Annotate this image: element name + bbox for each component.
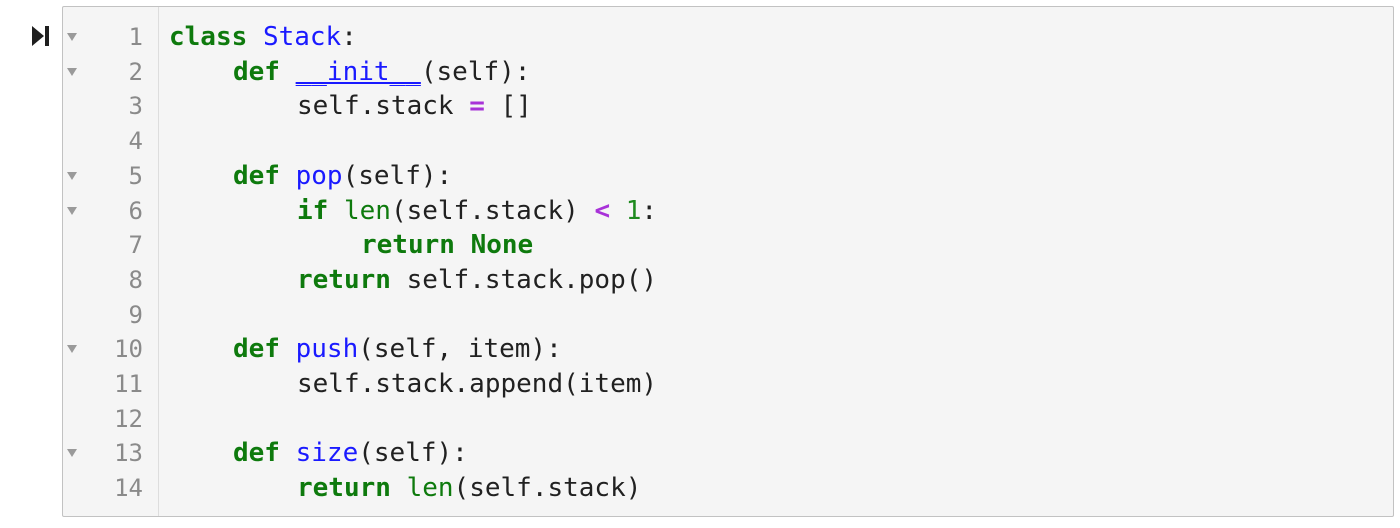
- line-number: 7: [128, 231, 143, 260]
- code-token: 1: [625, 195, 642, 226]
- code-token: size: [295, 438, 359, 469]
- gutter-row: 10: [63, 332, 159, 367]
- gutter-row: 14: [63, 471, 159, 506]
- gutter-row: 11: [63, 367, 159, 402]
- fold-arrow-icon[interactable]: [65, 159, 79, 194]
- line-number: 3: [128, 92, 143, 121]
- code-line[interactable]: return len(self.stack): [297, 471, 641, 506]
- code-token: [280, 57, 296, 87]
- code-token: Stack: [262, 22, 342, 52]
- code-line[interactable]: return None: [361, 228, 533, 263]
- code-token: (self):: [342, 160, 453, 191]
- line-number: 2: [128, 57, 143, 86]
- gutter-row: 6: [63, 194, 159, 229]
- code-token: self.stack.pop(): [390, 264, 658, 295]
- code-token: def: [233, 334, 280, 365]
- line-number: 4: [128, 127, 143, 156]
- code-token: :: [341, 22, 357, 52]
- code-token: self.stack: [297, 91, 470, 122]
- code-token: len: [406, 473, 454, 504]
- code-token: (self, item):: [358, 334, 562, 365]
- code-line[interactable]: self.stack.append(item): [297, 367, 657, 402]
- fold-arrow-icon[interactable]: [65, 194, 79, 229]
- code-line[interactable]: return self.stack.pop(): [297, 263, 657, 298]
- code-token: if: [297, 195, 329, 226]
- fold-arrow-icon[interactable]: [65, 332, 79, 367]
- line-number: 8: [128, 265, 143, 294]
- gutter-row: 9: [63, 298, 159, 333]
- code-token: <: [594, 195, 611, 226]
- code-token: push: [295, 334, 359, 365]
- gutter-row: 5: [63, 159, 159, 194]
- code-token: def: [233, 56, 280, 87]
- code-token: def: [233, 160, 280, 191]
- code-token: return: [361, 230, 455, 261]
- gutter-row: 13: [63, 436, 159, 471]
- code-token: None: [470, 230, 534, 261]
- code-line[interactable]: def __init__(self):: [233, 55, 530, 90]
- code-line[interactable]: def size(self):: [233, 436, 468, 471]
- code-token: (self):: [358, 438, 468, 469]
- code-token: class: [169, 22, 248, 52]
- line-number: 14: [114, 474, 143, 503]
- code-line[interactable]: def pop(self):: [233, 159, 452, 194]
- line-number: 5: [128, 161, 143, 190]
- line-number: 13: [114, 439, 143, 468]
- code-token: (self.stack): [453, 473, 642, 504]
- code-token: =: [469, 91, 485, 122]
- code-token: __init__: [295, 56, 421, 87]
- code-line[interactable]: self.stack = []: [297, 89, 532, 124]
- line-number: 9: [128, 300, 143, 329]
- code-token: pop: [295, 160, 343, 191]
- code-line[interactable]: class Stack:: [169, 20, 357, 55]
- gutter-row: 4: [63, 124, 159, 159]
- code-line[interactable]: def push(self, item):: [233, 332, 562, 367]
- code-token: (self):: [420, 56, 531, 87]
- line-number: 6: [128, 196, 143, 225]
- code-token: return: [297, 264, 391, 295]
- gutter-row: 1: [63, 20, 159, 55]
- fold-arrow-icon[interactable]: [65, 55, 79, 90]
- run-cell-icon: [32, 26, 49, 46]
- line-number: 10: [114, 335, 143, 364]
- code-line[interactable]: if len(self.stack) < 1:: [297, 194, 657, 229]
- code-token: [328, 196, 344, 226]
- line-number: 11: [114, 370, 143, 398]
- run-cell-button[interactable]: [30, 24, 52, 48]
- line-number: 12: [114, 404, 143, 433]
- line-number: 1: [128, 23, 143, 51]
- code-token: len: [343, 195, 391, 226]
- gutter-row: 8: [63, 263, 159, 298]
- gutter-row: 2: [63, 55, 159, 90]
- fold-arrow-icon[interactable]: [65, 436, 79, 471]
- fold-arrow-icon[interactable]: [65, 20, 79, 55]
- code-token: (self.stack): [390, 195, 595, 226]
- code-token: self.stack.append(item): [297, 369, 658, 399]
- code-token: return: [297, 473, 391, 504]
- code-token: [280, 334, 296, 364]
- gutter-row: 3: [63, 89, 159, 124]
- gutter-row: 12: [63, 402, 159, 437]
- code-token: [391, 473, 407, 503]
- code-area[interactable]: class Stack:def __init__(self):self.stac…: [169, 7, 1393, 516]
- code-token: []: [484, 91, 532, 122]
- code-token: [455, 230, 471, 260]
- code-token: [247, 22, 263, 52]
- code-token: [280, 161, 296, 191]
- code-token: def: [233, 438, 280, 469]
- gutter-row: 7: [63, 228, 159, 263]
- code-token: [610, 196, 626, 226]
- code-token: [280, 438, 296, 468]
- code-token: :: [641, 195, 658, 226]
